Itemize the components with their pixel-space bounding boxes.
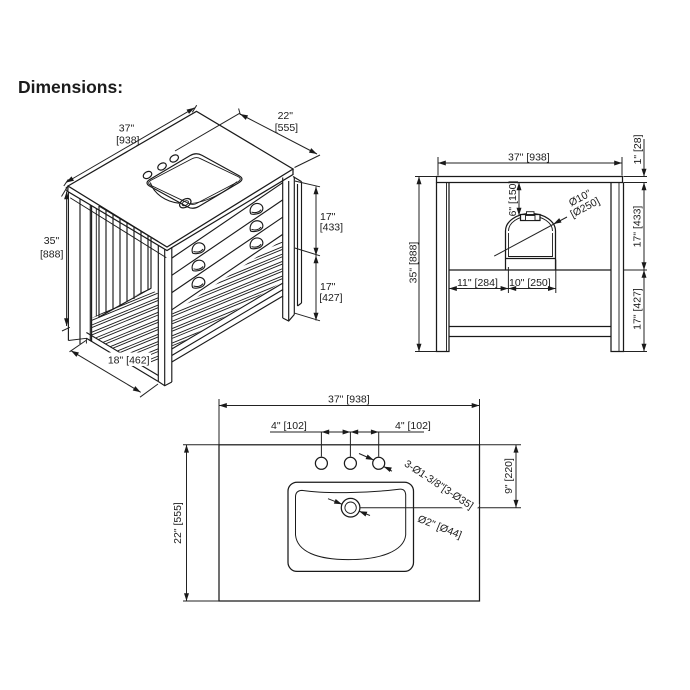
svg-text:[888]: [888]: [40, 249, 63, 261]
svg-text:[938]: [938]: [116, 135, 139, 147]
svg-text:37" [938]: 37" [938]: [328, 394, 370, 406]
svg-text:17" [427]: 17" [427]: [632, 288, 644, 330]
svg-text:37" [938]: 37" [938]: [508, 152, 550, 164]
svg-text:[433]: [433]: [320, 221, 343, 233]
svg-text:17": 17": [320, 281, 336, 293]
svg-text:[555]: [555]: [275, 122, 298, 134]
svg-text:22": 22": [278, 110, 294, 122]
svg-text:37": 37": [119, 123, 135, 135]
svg-text:18" [462]: 18" [462]: [108, 355, 150, 367]
svg-text:10" [250]: 10" [250]: [509, 277, 551, 289]
svg-text:4" [102]: 4" [102]: [271, 420, 307, 432]
svg-text:1" [28]: 1" [28]: [632, 134, 644, 164]
svg-text:[427]: [427]: [319, 292, 342, 304]
svg-text:11" [284]: 11" [284]: [457, 277, 498, 289]
svg-text:22" [555]: 22" [555]: [172, 502, 184, 544]
svg-text:17" [433]: 17" [433]: [632, 206, 644, 248]
svg-text:35": 35": [44, 235, 60, 247]
svg-text:17": 17": [320, 211, 336, 223]
svg-text:4" [102]: 4" [102]: [395, 420, 431, 432]
svg-text:6" [150]: 6" [150]: [507, 181, 519, 217]
svg-text:Dimensions:: Dimensions:: [18, 77, 123, 97]
svg-text:9" [220]: 9" [220]: [503, 458, 515, 494]
svg-text:35" [888]: 35" [888]: [408, 242, 420, 284]
